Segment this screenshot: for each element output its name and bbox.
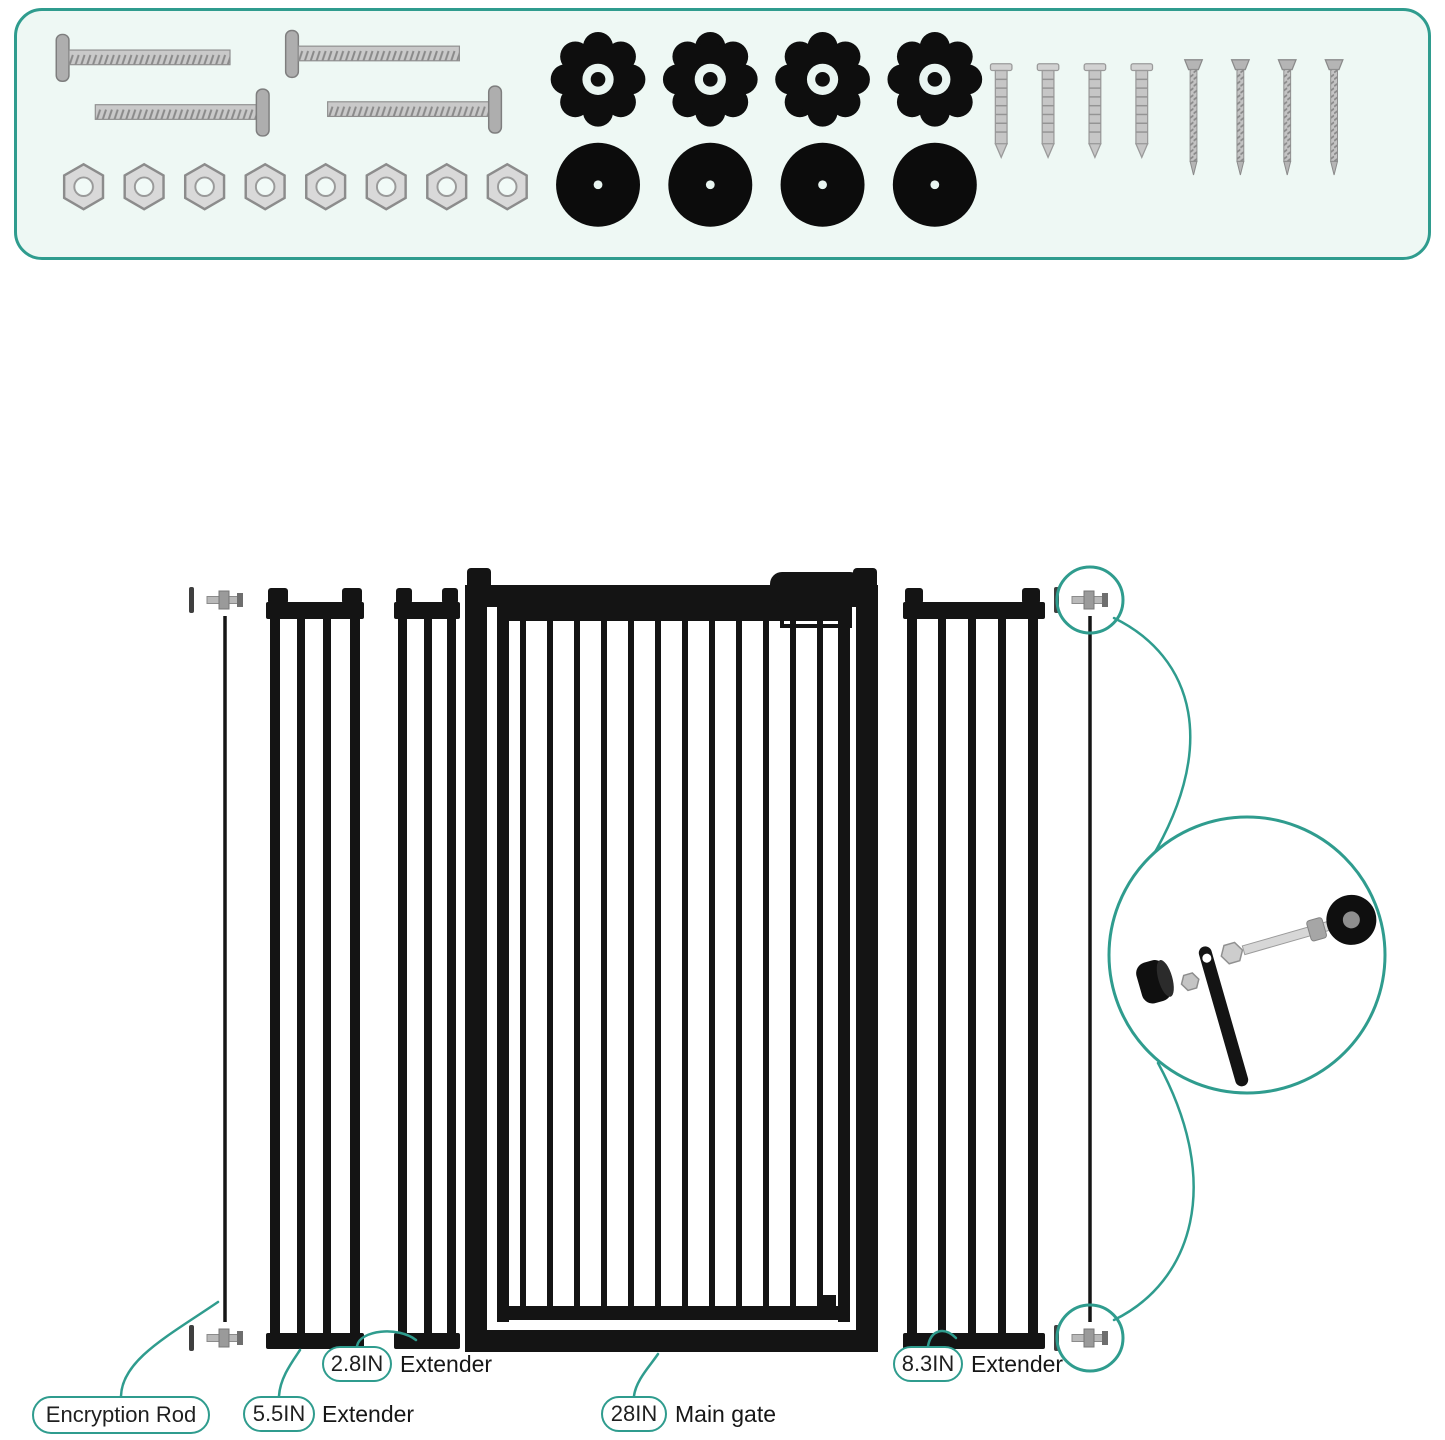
- wood-screw-icon: [1184, 59, 1203, 176]
- rod-plate-icon: [1198, 946, 1249, 1087]
- wood-screw-icon: [1230, 59, 1250, 176]
- spacer-icon: [1306, 917, 1327, 942]
- encryption-rod-right: [1053, 586, 1109, 1352]
- wall-disc-icon: [780, 142, 865, 227]
- leader-top-detail: [1112, 616, 1192, 874]
- hardware-kit-box: [14, 8, 1431, 260]
- extender-28-label: Extender: [400, 1350, 493, 1377]
- zoom-detail-circle: [1107, 815, 1387, 1095]
- tension-bolt-icon: [94, 88, 270, 137]
- wall-anchor-icon: [1130, 62, 1154, 159]
- wall-disc-icon: [892, 142, 977, 227]
- wall-cup-icon: [550, 31, 646, 127]
- size-pill-main: 28IN: [601, 1396, 667, 1432]
- plate-hole: [1202, 953, 1212, 963]
- leader-extender-83: [926, 1329, 958, 1348]
- detail-ring-top: [1055, 565, 1125, 635]
- size-pill-55: 5.5IN: [243, 1396, 315, 1432]
- tension-bolt-icon: [326, 85, 503, 134]
- extender-5-5in: [266, 588, 364, 1349]
- leader-encryption-rod: [119, 1300, 220, 1398]
- hex-nut-icon: [365, 163, 407, 211]
- leader-extender-55: [277, 1348, 302, 1398]
- wall-anchor-icon: [1036, 62, 1060, 159]
- size-pill-28: 2.8IN: [322, 1346, 392, 1382]
- size-pill-83: 8.3IN: [893, 1346, 963, 1382]
- rod-end-hardware: [1053, 586, 1109, 614]
- wheel-hub: [1342, 911, 1360, 929]
- wall-cup-icon: [662, 31, 758, 127]
- hex-nut-icon: [426, 163, 468, 211]
- hex-nut-icon: [1220, 941, 1244, 965]
- hardware-kit-illustration: [55, 29, 1344, 227]
- tension-bolt-icon: [55, 33, 231, 83]
- encryption-rod-left: [188, 586, 244, 1352]
- extender-83-label: Extender: [971, 1350, 1064, 1377]
- wall-cup-icon: [775, 31, 870, 127]
- parts-diagram: [119, 565, 1387, 1398]
- extender-55-label: Extender: [322, 1400, 415, 1427]
- wood-screw-icon: [1324, 59, 1344, 176]
- gate-handle: [770, 572, 862, 628]
- detail-ring-bottom: [1055, 1303, 1125, 1373]
- hex-nut-icon: [305, 163, 347, 211]
- rod-end-hardware: [188, 1324, 244, 1352]
- hex-nut-icon: [183, 163, 226, 211]
- hex-nut-icon: [123, 163, 165, 211]
- latch-foot: [822, 1295, 836, 1307]
- main-gate-label: Main gate: [675, 1400, 777, 1427]
- wall-cup-icon: [887, 31, 983, 127]
- extender-8-3in: [903, 588, 1045, 1349]
- cap-face: [1156, 960, 1174, 997]
- wall-disc-icon: [668, 142, 753, 227]
- tension-bolt-icon: [284, 29, 461, 79]
- extender-2-8in: [394, 588, 460, 1349]
- leader-main-gate: [632, 1352, 660, 1398]
- leader-bottom-detail: [1112, 1061, 1195, 1322]
- hex-nut-small-icon: [1180, 972, 1200, 992]
- rod-end-hardware: [188, 586, 244, 614]
- leader-extender-28: [355, 1330, 418, 1348]
- rod-assembly-detail: [1136, 894, 1377, 1087]
- hex-nut-icon: [486, 163, 528, 211]
- hex-nut-icon: [244, 163, 286, 211]
- hex-nut-icon: [62, 163, 105, 211]
- callout-encryption-rod: Encryption Rod: [32, 1396, 210, 1434]
- wall-anchor-icon: [989, 62, 1013, 159]
- wall-anchor-icon: [1083, 62, 1107, 159]
- wall-disc-icon: [556, 142, 641, 227]
- wood-screw-icon: [1277, 59, 1297, 176]
- main-gate: [465, 568, 878, 1352]
